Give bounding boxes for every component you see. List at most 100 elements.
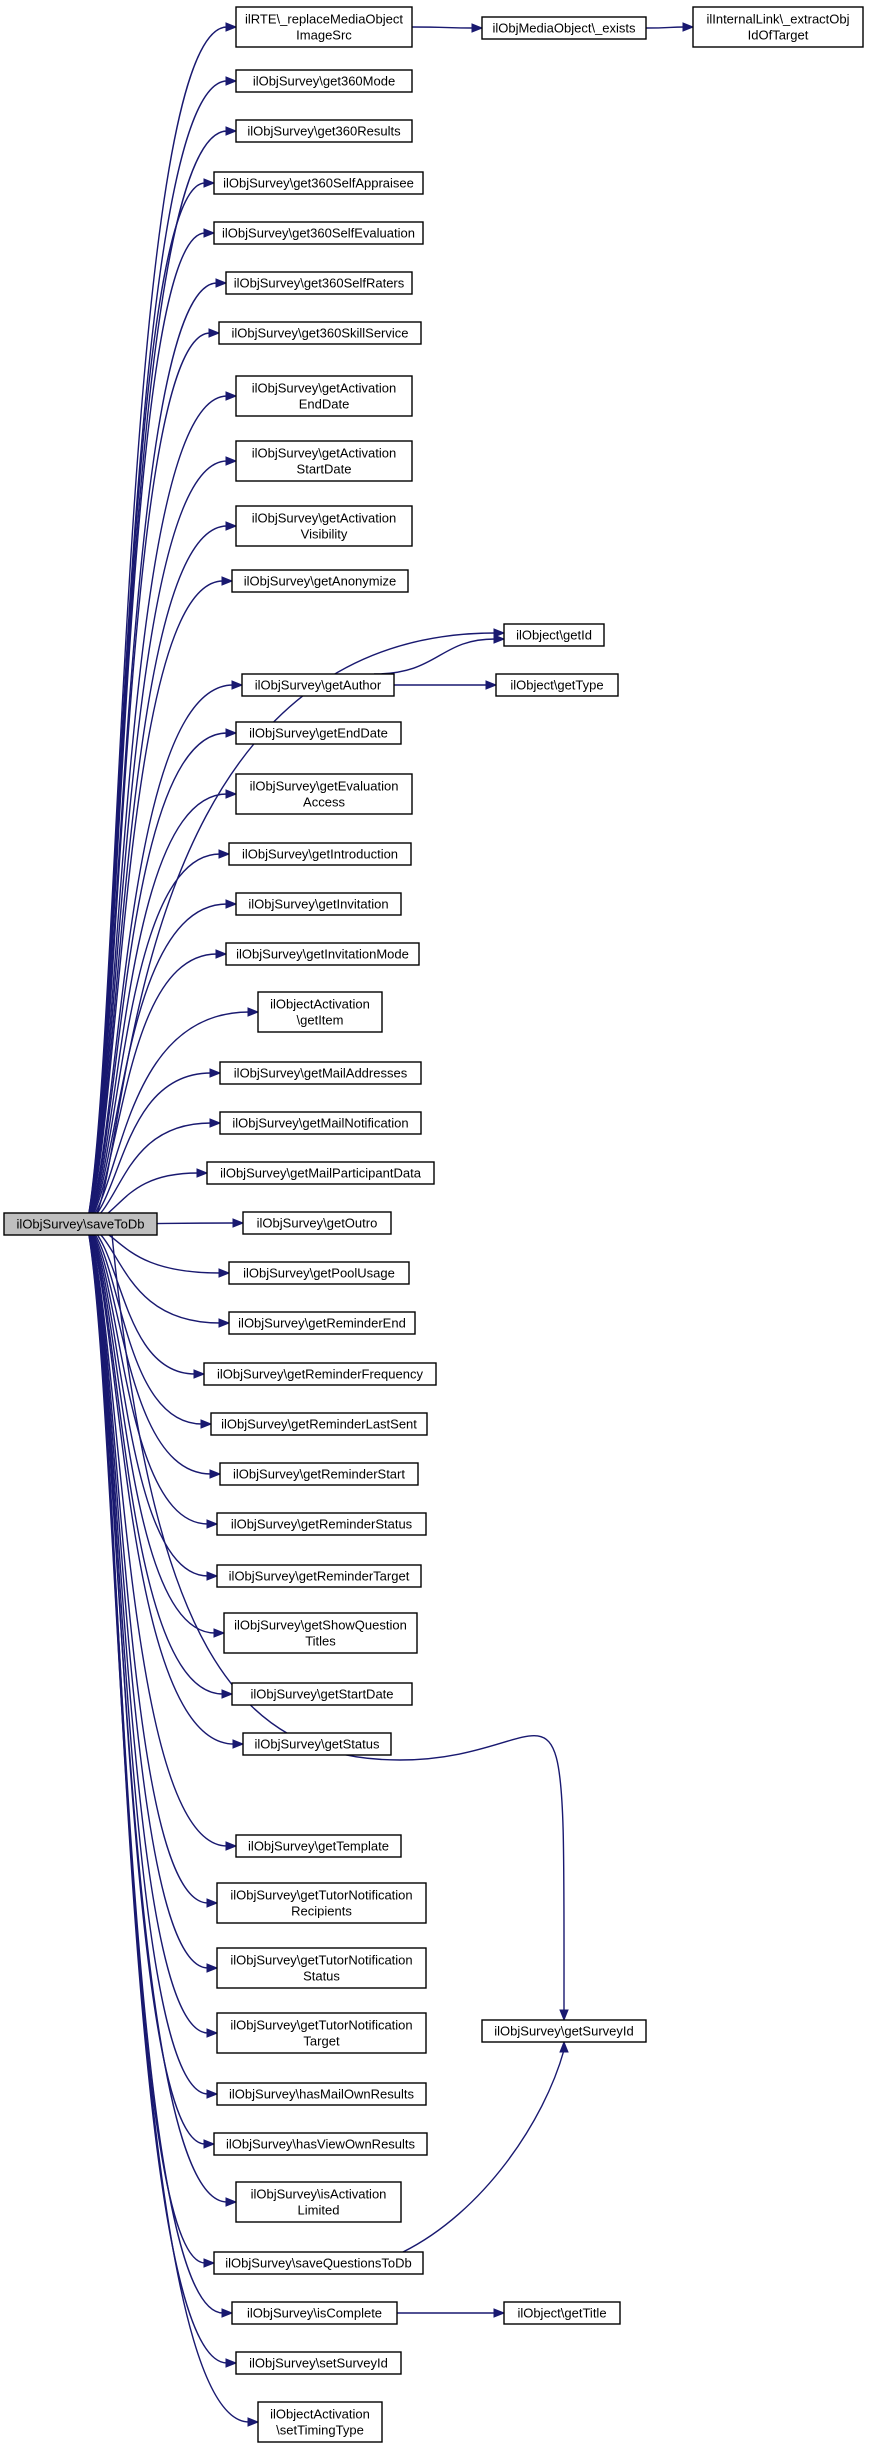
arrowhead	[215, 278, 228, 288]
node-ilobjectactivation-settimingtype[interactable]: ilObjectActivation\setTimingType	[257, 2401, 383, 2443]
node-ilobjsurvey-getremindertarget[interactable]: ilObjSurvey\getReminderTarget	[216, 1564, 422, 1588]
edge-root-n12	[86, 728, 238, 1225]
node-box	[203, 1362, 437, 1386]
node-label: ilInternalLink\_extractObj	[706, 12, 849, 27]
node-ilobjsurvey-getstartdate[interactable]: ilObjSurvey\getStartDate	[231, 1682, 413, 1706]
node-ilobjsurvey-get360results[interactable]: ilObjSurvey\get360Results	[235, 119, 413, 143]
node-ilobjsurvey-setsurveyid[interactable]: ilObjSurvey\setSurveyId	[235, 2351, 402, 2375]
arrowhead	[225, 2358, 238, 2368]
node-box	[213, 2251, 424, 2275]
node-box	[235, 69, 413, 93]
node-label: ilObjSurvey\getMailNotification	[232, 1116, 408, 1131]
node-box	[481, 2019, 647, 2043]
node-box	[225, 271, 413, 295]
node-ilobjsurvey-getenddate[interactable]: ilObjSurvey\getEndDate	[235, 721, 402, 745]
node-label: Titles	[305, 1634, 336, 1649]
edge-root-n34	[86, 1223, 219, 1973]
node-box	[231, 1682, 413, 1706]
node-ilobjsurvey-getsurveyid[interactable]: ilObjSurvey\getSurveyId	[481, 2019, 647, 2043]
node-ilobjsurvey-getreminderlastsent[interactable]: ilObjSurvey\getReminderLastSent	[210, 1412, 428, 1436]
edge-root-n33	[86, 1223, 219, 1908]
node-box	[235, 6, 413, 48]
arrowhead	[221, 2308, 234, 2318]
node-label: ilObjSurvey\getTutorNotification	[230, 1888, 412, 1903]
node-ilobjsurvey-getintroduction[interactable]: ilObjSurvey\getIntroduction	[228, 842, 412, 866]
node-ilobjsurvey-getinvitationmode[interactable]: ilObjSurvey\getInvitationMode	[225, 942, 420, 966]
node-label: ilObjSurvey\get360SelfAppraisee	[223, 176, 414, 191]
node-ilobject-gettitle[interactable]: ilObject\getTitle	[503, 2301, 621, 2325]
node-ilobjectactivation-getitem[interactable]: ilObjectActivation\getItem	[257, 991, 383, 1033]
node-ilobjsurvey-getreminderstart[interactable]: ilObjSurvey\getReminderStart	[219, 1462, 419, 1486]
arrowhead	[559, 2009, 569, 2022]
node-ilobjsurvey-getanonymize[interactable]: ilObjSurvey\getAnonymize	[231, 569, 409, 593]
node-box	[235, 375, 413, 417]
node-ilobjsurvey-getmailnotification[interactable]: ilObjSurvey\getMailNotification	[219, 1111, 422, 1135]
node-ilobjsurvey-get360selfevaluation[interactable]: ilObjSurvey\get360SelfEvaluation	[213, 221, 424, 245]
edge-root-n8	[86, 456, 238, 1225]
node-label: ilObjSurvey\get360SelfRaters	[234, 276, 405, 291]
arrowhead	[209, 1469, 222, 1479]
node-ilobjsurvey-getreminderend[interactable]: ilObjSurvey\getReminderEnd	[228, 1311, 416, 1335]
node-ilobjsurvey-gettemplate[interactable]: ilObjSurvey\getTemplate	[235, 1834, 402, 1858]
arrowhead	[493, 2308, 506, 2318]
node-ilobjsurvey-getmailparticipantdata[interactable]: ilObjSurvey\getMailParticipantData	[206, 1161, 435, 1185]
node-ilobjsurvey-getinvitation[interactable]: ilObjSurvey\getInvitation	[235, 892, 402, 916]
node-label: ilObjSurvey\getAuthor	[255, 678, 382, 693]
node-label: \getItem	[297, 1013, 344, 1028]
arrowhead	[206, 1898, 219, 1908]
node-box	[219, 1462, 419, 1486]
arrowhead	[203, 178, 216, 188]
node-ilobjsurvey-getpoolusage[interactable]: ilObjSurvey\getPoolUsage	[228, 1261, 410, 1285]
node-label: ilObjSurvey\getPoolUsage	[243, 1266, 395, 1281]
node-label: ilObjSurvey\hasViewOwnResults	[226, 2137, 416, 2152]
edge-n11-m2	[373, 634, 506, 675]
node-box	[216, 1882, 427, 1924]
node-ilobjsurvey-get360selfraters[interactable]: ilObjSurvey\get360SelfRaters	[225, 271, 413, 295]
node-ilobject-gettype[interactable]: ilObject\getType	[495, 673, 619, 697]
node-label: IdOfTarget	[748, 28, 809, 43]
node-label: ilObjectActivation	[270, 2407, 370, 2422]
node-ilobjsurvey-gettutornotificationrecipients[interactable]: ilObjSurvey\getTutorNotificationRecipien…	[216, 1882, 427, 1924]
node-ilobjsurvey-getstatus[interactable]: ilObjSurvey\getStatus	[242, 1732, 392, 1756]
node-box	[216, 1512, 427, 1536]
arrowhead	[225, 789, 238, 799]
arrowhead	[193, 1369, 206, 1379]
arrowhead	[247, 1007, 260, 1017]
node-ilobjsurvey-hasviewownresults[interactable]: ilObjSurvey\hasViewOwnResults	[213, 2132, 428, 2156]
node-ilobjsurvey-savetodb[interactable]: ilObjSurvey\saveToDb	[3, 1212, 158, 1236]
edge-root-n16	[86, 949, 228, 1225]
edge-root-n14	[86, 849, 231, 1225]
node-label: ilObject\getType	[510, 678, 603, 693]
node-label: ilObjSurvey\hasMailOwnResults	[229, 2087, 414, 2102]
node-ilobjsurvey-hasmailownresults[interactable]: ilObjSurvey\hasMailOwnResults	[216, 2082, 427, 2106]
node-ilobjsurvey-getreminderstatus[interactable]: ilObjSurvey\getReminderStatus	[216, 1512, 427, 1536]
arrowhead	[206, 1519, 219, 1529]
arrowhead	[225, 2197, 238, 2207]
node-ilobjsurvey-getreminderfrequency[interactable]: ilObjSurvey\getReminderFrequency	[203, 1362, 437, 1386]
node-box	[218, 321, 422, 345]
node-ilobjsurvey-iscomplete[interactable]: ilObjSurvey\isComplete	[231, 2301, 398, 2325]
node-ilobjsurvey-getmailaddresses[interactable]: ilObjSurvey\getMailAddresses	[219, 1061, 422, 1085]
node-ilobjmediaobject-exists[interactable]: ilObjMediaObject\_exists	[481, 16, 647, 40]
node-label: Target	[303, 2034, 340, 2049]
node-ilobjsurvey-getauthor[interactable]: ilObjSurvey\getAuthor	[241, 673, 395, 697]
edge-root-n32	[86, 1223, 238, 1851]
node-box	[216, 2012, 427, 2054]
node-ilobjsurvey-get360mode[interactable]: ilObjSurvey\get360Mode	[235, 69, 413, 93]
node-ilobjsurvey-get360skillservice[interactable]: ilObjSurvey\get360SkillService	[218, 321, 422, 345]
node-ilobjsurvey-savequestionstodb[interactable]: ilObjSurvey\saveQuestionsToDb	[213, 2251, 424, 2275]
edge-root-n13	[86, 789, 238, 1225]
node-ilobjsurvey-get360selfappraisee[interactable]: ilObjSurvey\get360SelfAppraisee	[213, 171, 424, 195]
node-ilobjsurvey-getoutro[interactable]: ilObjSurvey\getOutro	[242, 1211, 392, 1235]
node-ilobject-getid[interactable]: ilObject\getId	[503, 623, 605, 647]
